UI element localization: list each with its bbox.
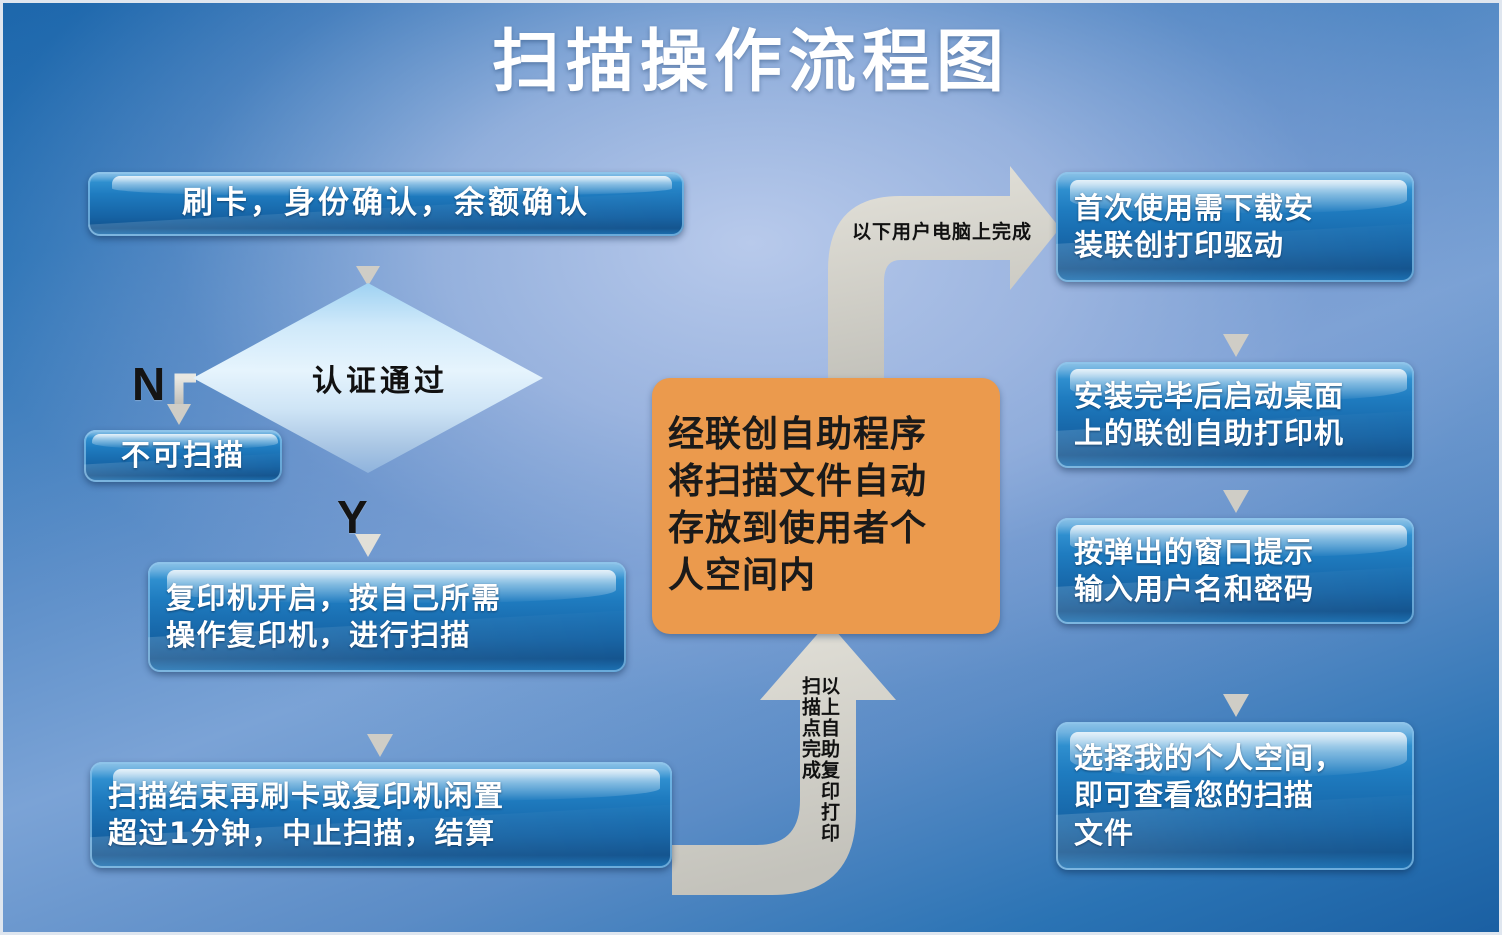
step-install-driver[interactable]: 首次使用需下载安 装联创打印驱动: [1056, 172, 1414, 282]
note-auto-store-label: 经联创自助程序 将扫描文件自动 存放到使用者个 人空间内: [668, 414, 928, 596]
connector-decision-no: [167, 373, 196, 425]
connector-swipe-to-decision: [356, 238, 380, 286]
big-arrow-to-user-computer: [828, 166, 1060, 380]
step-cannot-scan[interactable]: 不可扫描: [84, 430, 282, 482]
big-arrow-kiosk-to-program: [672, 622, 896, 895]
note-auto-store-to-personal-space[interactable]: 经联创自助程序 将扫描文件自动 存放到使用者个 人空间内: [652, 378, 1000, 634]
step-operate-copier-label: 复印机开启，按自己所需 操作复印机，进行扫描: [166, 580, 502, 652]
step-enter-credentials[interactable]: 按弹出的窗口提示 输入用户名和密码: [1056, 518, 1414, 624]
step-enter-credentials-label: 按弹出的窗口提示 输入用户名和密码: [1074, 534, 1315, 606]
step-finish-settle-label: 扫描结束再刷卡或复印机闲置 超过1分钟，中止扫描，结算: [108, 778, 505, 850]
connector-install-to-login: [1223, 470, 1249, 513]
arrow-label-user-computer: 以下用户电脑上完成: [852, 221, 1033, 243]
connector-copier-to-finish: [367, 674, 393, 757]
step-my-personal-space[interactable]: 选择我的个人空间， 即可查看您的扫描 文件: [1056, 722, 1414, 870]
step-launch-app-label: 安装完毕后启动桌面 上的联创自助打印机: [1074, 378, 1345, 450]
branch-label-yes: Y: [337, 491, 368, 543]
page-title: 扫描操作流程图: [491, 23, 1010, 102]
connector-driver-to-install: [1223, 284, 1249, 357]
step-my-personal-space-label: 选择我的个人空间， 即可查看您的扫描 文件: [1074, 741, 1345, 850]
step-swipe-card[interactable]: 刷卡，身份确认，余额确认: [88, 172, 684, 236]
connector-login-to-space: [1223, 626, 1249, 717]
decision-authentication-label: 认证通过: [312, 364, 448, 399]
step-finish-settle[interactable]: 扫描结束再刷卡或复印机闲置 超过1分钟，中止扫描，结算: [90, 762, 672, 868]
branch-label-no: N: [132, 358, 166, 410]
step-launch-app[interactable]: 安装完毕后启动桌面 上的联创自助打印机: [1056, 362, 1414, 468]
step-cannot-scan-label: 不可扫描: [120, 438, 245, 473]
step-install-driver-label: 首次使用需下载安 装联创打印驱动: [1074, 190, 1315, 262]
step-operate-copier[interactable]: 复印机开启，按自己所需 操作复印机，进行扫描: [148, 562, 626, 672]
step-swipe-card-label: 刷卡，身份确认，余额确认: [182, 185, 590, 222]
arrow-label-kiosk-complete: 以上自助复印打印扫描点完成: [799, 676, 840, 844]
